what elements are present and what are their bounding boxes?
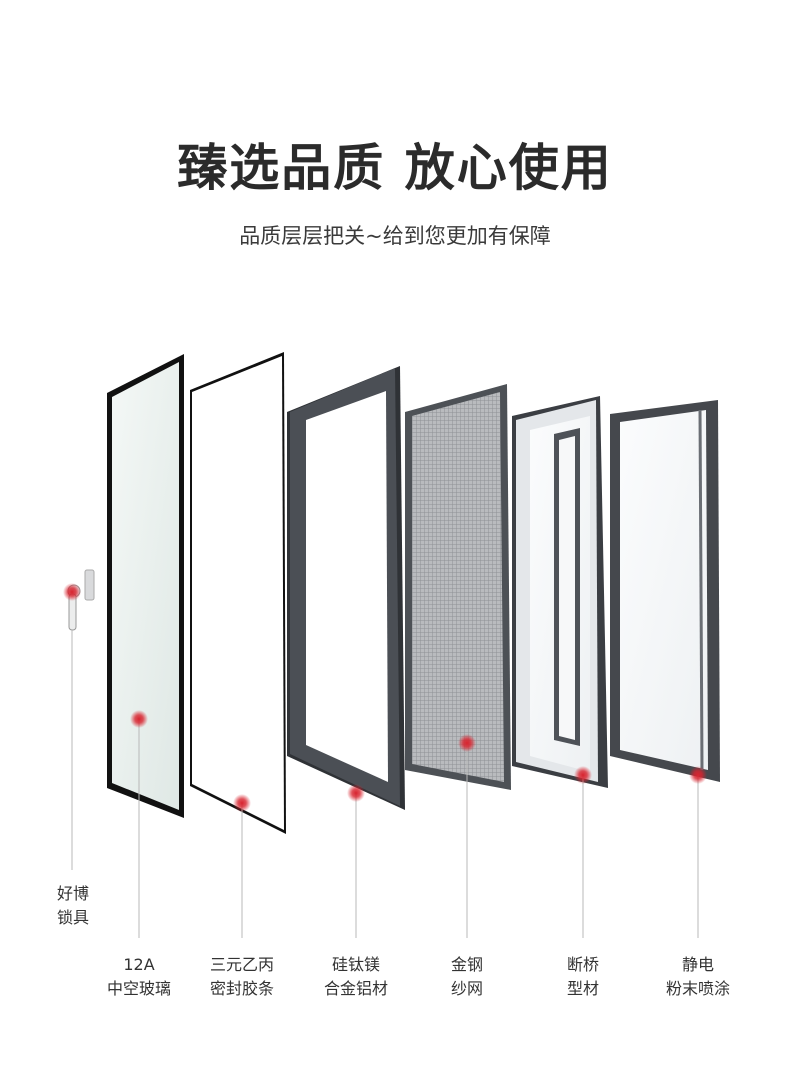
label-profile-line2: 型材 [566,979,599,998]
steel-screen-panel [405,384,511,790]
headline: 臻选品质 放心使用 [177,139,613,197]
label-profile-line1: 断桥 [566,955,599,974]
alloy-frame [287,366,405,810]
label-lock: 好博 锁具 [18,882,128,930]
label-coating-line2: 粉末喷涂 [665,979,730,998]
label-lock-line1: 好博 [56,884,89,903]
label-coating-line1: 静电 [681,955,714,974]
label-profile: 断桥 型材 [528,953,638,1001]
label-seal-line2: 密封胶条 [209,979,274,998]
label-glass-line1: 12A [123,955,155,974]
powder-coated-frame [610,400,720,782]
insulated-glass-panel [107,354,184,818]
label-screen-line1: 金钢 [450,955,483,974]
label-alloy: 硅钛镁 合金铝材 [301,953,411,1001]
seal-strip-panel [190,352,286,834]
label-seal-line1: 三元乙丙 [209,955,274,974]
marker-coating [689,766,707,784]
marker-glass [130,710,148,728]
label-glass-line2: 中空玻璃 [106,979,171,998]
leader-lines [71,630,699,938]
label-seal: 三元乙丙 密封胶条 [187,953,297,1001]
label-glass: 12A 中空玻璃 [84,953,194,1001]
subline: 品质层层把关~给到您更加有保障 [239,224,551,248]
label-alloy-line1: 硅钛镁 [331,955,380,974]
marker-alloy [347,784,365,802]
marker-seal [233,794,251,812]
marker-lock [63,583,81,601]
label-screen-line2: 纱网 [450,979,483,998]
label-coating: 静电 粉末喷涂 [643,953,753,1001]
label-alloy-line2: 合金铝材 [323,979,388,998]
label-lock-line2: 锁具 [56,908,89,927]
label-screen: 金钢 纱网 [412,953,522,1001]
marker-screen [458,734,476,752]
marker-dots [63,583,707,812]
marker-profile [574,766,592,784]
thermal-break-frame [512,396,608,788]
